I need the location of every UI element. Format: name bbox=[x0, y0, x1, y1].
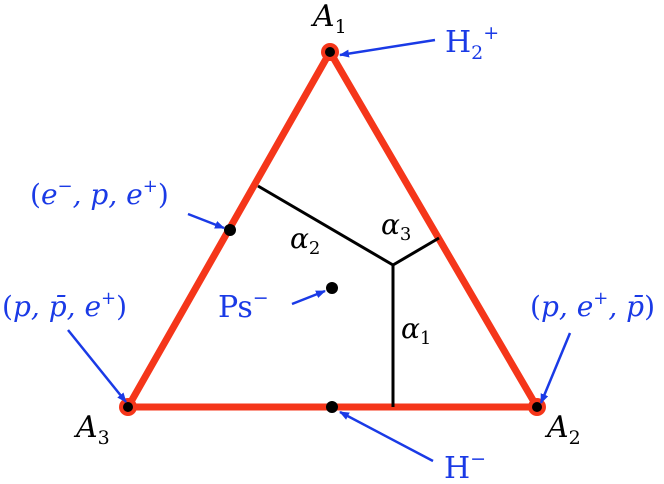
label-p-pbar-e: (p, p̄, e+) bbox=[2, 288, 127, 323]
vertex-label-a1: A1 bbox=[310, 0, 347, 38]
label-e-p-e: (e−, p, e+) bbox=[30, 176, 169, 211]
dot-e-p-e bbox=[224, 224, 236, 236]
param-label-alpha1: α1 bbox=[401, 312, 431, 349]
arrow-h2-plus bbox=[339, 38, 436, 58]
label-h2-plus: H2+ bbox=[445, 22, 499, 64]
vertex-a3-dot bbox=[123, 402, 133, 412]
dot-h-minus bbox=[326, 401, 338, 413]
arrow-h-minus bbox=[339, 410, 434, 463]
arrow-p-e-pbar bbox=[539, 332, 572, 404]
vertex-a2-dot bbox=[532, 402, 542, 412]
label-p-e-pbar: (p, e+, p̄) bbox=[530, 288, 655, 323]
arrow-ps-minus bbox=[291, 289, 326, 306]
param-label-alpha3: α3 bbox=[381, 208, 411, 245]
line-alpha3 bbox=[392, 236, 440, 267]
line-alpha2 bbox=[257, 184, 394, 267]
arrow-e-p-e bbox=[187, 212, 225, 230]
arrow-p-pbar-e bbox=[67, 329, 127, 403]
vertex-label-a3: A3 bbox=[73, 410, 110, 449]
vertex-a1-dot bbox=[325, 47, 335, 57]
param-label-alpha2: α2 bbox=[290, 222, 320, 259]
label-h-minus: H− bbox=[444, 448, 486, 484]
vertex-label-a2: A2 bbox=[544, 410, 581, 449]
dot-ps-minus bbox=[326, 282, 338, 294]
label-ps-minus: Ps− bbox=[218, 287, 269, 325]
